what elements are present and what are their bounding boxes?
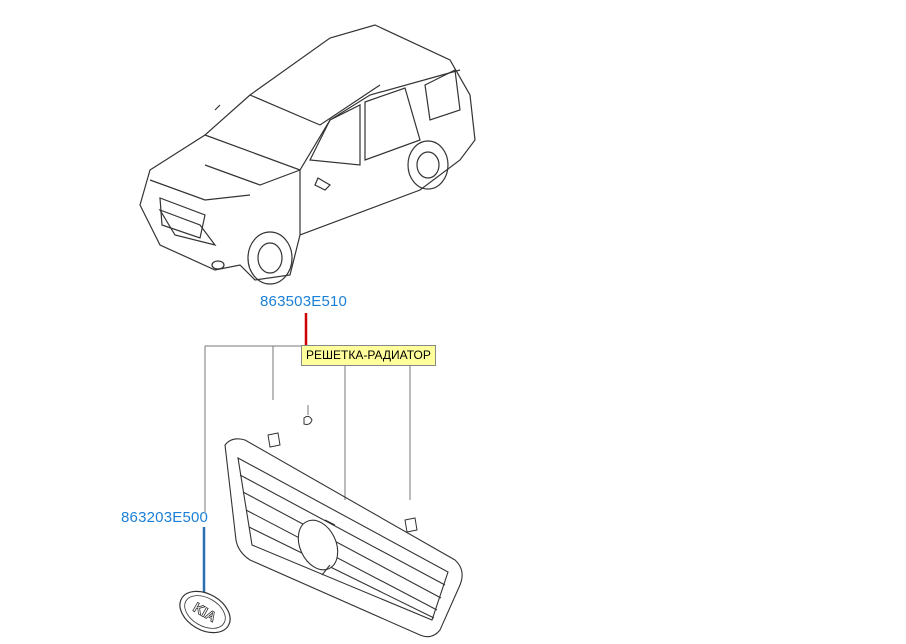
part-name-tooltip: РЕШЕТКА-РАДИАТОР <box>301 345 436 366</box>
part-number-link-863503E510[interactable]: 863503E510 <box>260 293 348 310</box>
leader-lines <box>204 345 420 512</box>
kia-emblem-illustration: KIA <box>179 590 231 634</box>
clip-icons <box>267 415 418 533</box>
radiator-grille-illustration <box>224 438 463 638</box>
vehicle-illustration <box>139 24 476 285</box>
part-number-link-863203E500[interactable]: 863203E500 <box>121 509 209 526</box>
